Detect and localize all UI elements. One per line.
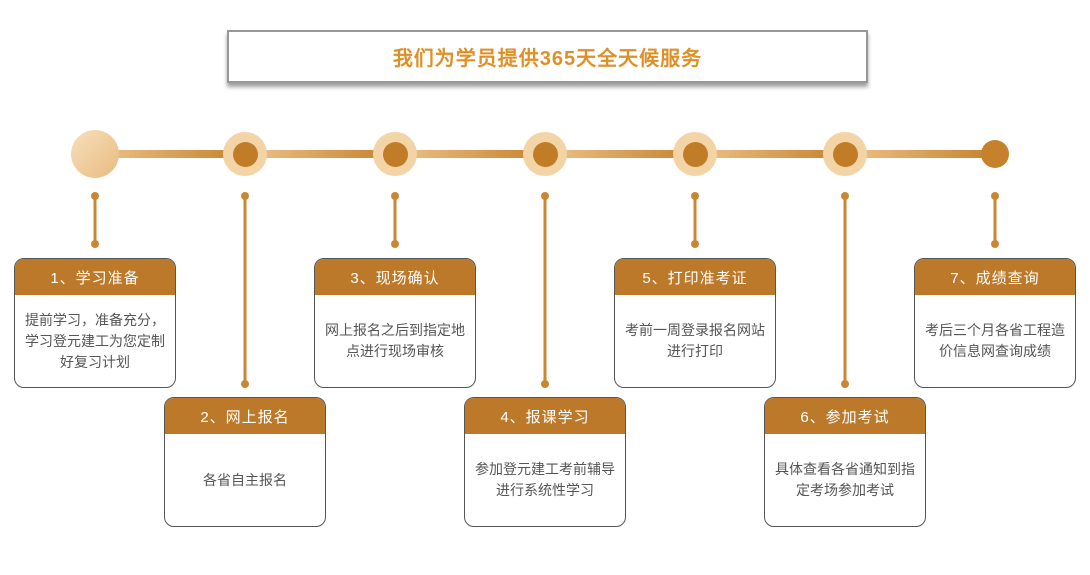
- timeline-column-6: [815, 0, 875, 575]
- connector-dot-bottom-5: [691, 240, 699, 248]
- connector-line-2: [243, 196, 247, 384]
- timeline-column-2: [215, 0, 275, 575]
- connector-line-3: [393, 196, 397, 244]
- step-card-title: 7、成绩查询: [915, 259, 1075, 295]
- step-card-description: 考前一周登录报名网站进行打印: [625, 322, 765, 359]
- connector-dot-bottom-2: [241, 380, 249, 388]
- timeline-segment-5: [695, 150, 847, 158]
- step-card-description: 提前学习，准备充分，学习登元建工为您定制好复习计划: [25, 311, 165, 370]
- timeline-segment-3: [395, 150, 547, 158]
- step-card-5: 5、打印准考证 考前一周登录报名网站进行打印: [614, 258, 776, 388]
- timeline-node-core-3: [382, 141, 408, 167]
- step-card-description: 参加登元建工考前辅导进行系统性学习: [475, 461, 615, 498]
- step-card-title: 5、打印准考证: [615, 259, 775, 295]
- timeline-column-3: [365, 0, 425, 575]
- timeline-segment-6: [845, 150, 997, 158]
- page-title: 我们为学员提供365天全天候服务: [392, 48, 703, 70]
- title-banner: 我们为学员提供365天全天候服务: [227, 30, 868, 83]
- step-card-description: 各省自主报名: [203, 471, 287, 488]
- timeline-column-5: [665, 0, 725, 575]
- timeline-node-core-4: [532, 141, 558, 167]
- timeline-column-4: [515, 0, 575, 575]
- step-card-description: 考后三个月各省工程造价信息网查询成绩: [925, 322, 1065, 359]
- connector-dot-bottom-1: [91, 240, 99, 248]
- timeline-node-3: [373, 132, 417, 176]
- connector-dot-bottom-7: [991, 240, 999, 248]
- connector-line-6: [843, 196, 847, 384]
- timeline-column-7: [965, 0, 1025, 575]
- step-card-3: 3、现场确认 网上报名之后到指定地点进行现场审核: [314, 258, 476, 388]
- connector-dot-bottom-4: [541, 380, 549, 388]
- step-card-description: 网上报名之后到指定地点进行现场审核: [325, 322, 465, 359]
- timeline-node-1: [71, 130, 119, 178]
- step-card-title: 1、学习准备: [15, 259, 175, 295]
- timeline-node-7: [981, 140, 1009, 168]
- timeline-node-2: [223, 132, 267, 176]
- timeline-segment-1: [95, 150, 247, 158]
- step-card-title: 4、报课学习: [465, 398, 625, 434]
- step-card-title: 6、参加考试: [765, 398, 925, 434]
- connector-line-5: [693, 196, 697, 244]
- timeline-segment-4: [545, 150, 697, 158]
- step-card-title: 2、网上报名: [165, 398, 325, 434]
- connector-dot-bottom-6: [841, 380, 849, 388]
- timeline-segment-2: [245, 150, 397, 158]
- timeline-node-core-6: [832, 141, 858, 167]
- step-card-4: 4、报课学习 参加登元建工考前辅导进行系统性学习: [464, 397, 626, 527]
- timeline-node-5: [673, 132, 717, 176]
- step-card-title: 3、现场确认: [315, 259, 475, 295]
- connector-line-7: [993, 196, 997, 244]
- step-card-1: 1、学习准备 提前学习，准备充分，学习登元建工为您定制好复习计划: [14, 258, 176, 388]
- connector-dot-bottom-3: [391, 240, 399, 248]
- timeline-node-6: [823, 132, 867, 176]
- step-card-7: 7、成绩查询 考后三个月各省工程造价信息网查询成绩: [914, 258, 1076, 388]
- step-card-2: 2、网上报名 各省自主报名: [164, 397, 326, 527]
- step-card-6: 6、参加考试 具体查看各省通知到指定考场参加考试: [764, 397, 926, 527]
- timeline-node-core-5: [682, 141, 708, 167]
- timeline-column-1: [65, 0, 125, 575]
- timeline-node-4: [523, 132, 567, 176]
- timeline-node-core-2: [232, 141, 258, 167]
- connector-line-1: [93, 196, 97, 244]
- step-card-description: 具体查看各省通知到指定考场参加考试: [775, 461, 915, 498]
- connector-line-4: [543, 196, 547, 384]
